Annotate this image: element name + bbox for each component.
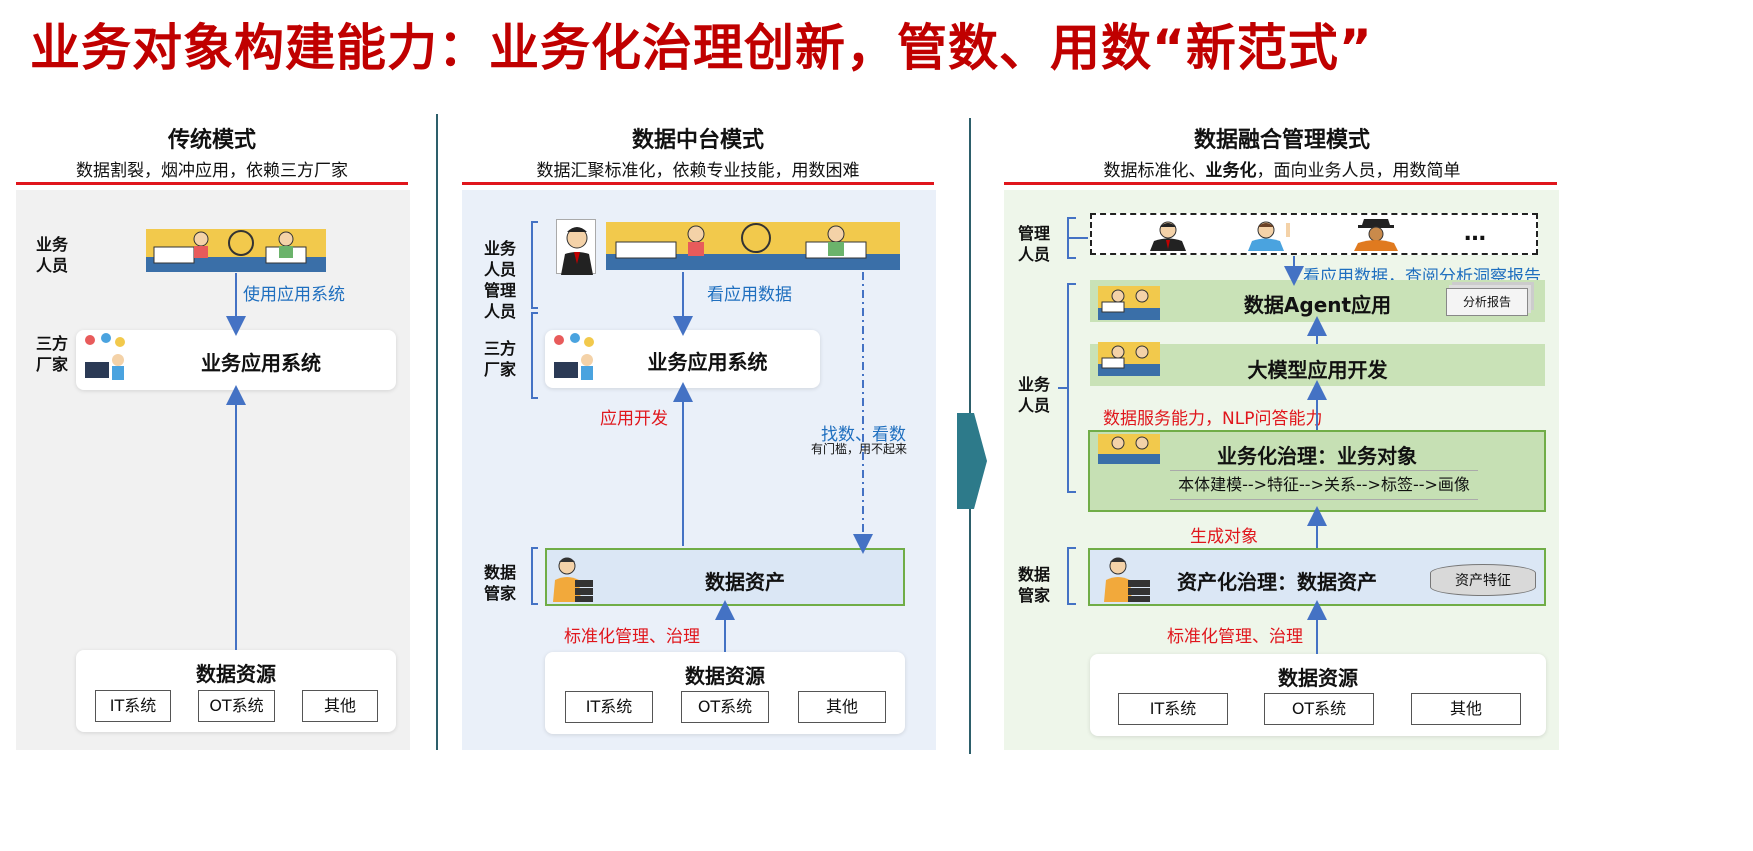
- chip-it-system-3: IT系统: [1118, 693, 1228, 725]
- traditional-heading: 传统模式: [167, 128, 256, 153]
- view-data-label: 看应用数据: [707, 285, 792, 305]
- businessman-avatar-2: [1144, 219, 1192, 251]
- manager-group: …: [1090, 213, 1538, 255]
- threshold-label: 有门槛，用不起来: [811, 442, 908, 456]
- fusion-subtitle-post: ，面向业务人员，用数简单: [1256, 161, 1461, 181]
- data-resource-label-2: 数据资源: [685, 664, 765, 688]
- bracket-steward: [531, 547, 538, 605]
- data-resource-label: 数据资源: [196, 662, 276, 686]
- right-chevron-arrow: [957, 366, 987, 556]
- column-separator-1: [436, 114, 438, 750]
- gen-object-label: 生成对象: [1190, 527, 1258, 547]
- chip-it-system: IT系统: [95, 690, 171, 722]
- label-vendor: 三方 厂家: [35, 334, 68, 374]
- data-resource-box-3: 数据资源 IT系统 OT系统 其他: [1090, 654, 1546, 736]
- chip-ot-system: OT系统: [198, 690, 275, 722]
- app-system-box: 业务应用系统: [76, 330, 396, 390]
- fusion-heading: 数据融合管理模式: [1193, 128, 1370, 153]
- llm-dev-label: 大模型应用开发: [1247, 358, 1388, 382]
- page-title: 业务对象构建能力：业务化治理创新，管数、用数“新范式”: [30, 19, 1373, 77]
- traditional-subtitle: 数据割裂，烟冲应用，依赖三方厂家: [76, 161, 348, 181]
- fusion-subtitle-bold: 业务化: [1205, 161, 1257, 181]
- report-chip: 分析报告: [1446, 288, 1528, 316]
- label-mgmt: 管理 人员: [1017, 224, 1050, 264]
- office-people-thumb-2: [1098, 342, 1160, 376]
- standardize-label-3: 标准化管理、治理: [1167, 627, 1303, 647]
- fusion-subtitle-pre: 数据标准化、: [1103, 161, 1206, 181]
- bracket-biz-mgmt: [531, 221, 538, 309]
- chip-ot-system-2: OT系统: [681, 691, 769, 723]
- label-biz-mgmt: 业务 人员 管理 人员: [483, 239, 516, 321]
- more-ellipsis: …: [1464, 221, 1486, 246]
- middle-heading: 数据中台模式: [631, 128, 764, 153]
- use-system-label: 使用应用系统: [243, 285, 345, 305]
- label-vendor-2: 三方 厂家: [483, 339, 516, 379]
- asset-feature-cylinder: 资产特征: [1430, 564, 1536, 596]
- label-business-staff: 业务 人员: [35, 235, 68, 275]
- bracket-vendor: [531, 312, 538, 399]
- middle-subtitle: 数据汇聚标准化，依赖专业技能，用数困难: [536, 161, 860, 181]
- data-asset-label: 数据资产: [705, 570, 785, 594]
- label-steward: 数据 管家: [483, 563, 516, 603]
- office-people-thumb-3: [1098, 434, 1160, 464]
- office-people-illustration-2: [606, 222, 900, 270]
- biz-governance-label: 业务化治理：业务对象: [1217, 444, 1417, 468]
- service-caps-label: 数据服务能力，NLP问答能力: [1103, 409, 1323, 429]
- app-system-box-2: 业务应用系统: [545, 330, 820, 388]
- agent-app-box: 数据Agent应用 分析报告: [1090, 280, 1545, 322]
- app-system-label: 业务应用系统: [201, 351, 321, 375]
- app-system-label-2: 业务应用系统: [647, 350, 768, 374]
- executive-avatar: [1348, 219, 1404, 251]
- manager-avatar: [1242, 219, 1298, 251]
- data-steward-icon: [551, 554, 595, 602]
- developer-illustration-2: [549, 332, 599, 386]
- office-people-illustration: [146, 229, 326, 272]
- traditional-divider: [16, 182, 408, 185]
- chip-other-2: 其他: [798, 691, 886, 723]
- standardize-label: 标准化管理、治理: [564, 627, 700, 647]
- middle-header: 数据中台模式 数据汇聚标准化，依赖专业技能，用数困难: [462, 122, 934, 181]
- llm-dev-box: 大模型应用开发: [1090, 342, 1545, 386]
- businessman-avatar: [556, 219, 596, 275]
- data-asset-box: 数据资产: [545, 548, 905, 606]
- data-resource-label-3: 数据资源: [1278, 666, 1358, 690]
- chip-other-3: 其他: [1411, 693, 1521, 725]
- biz-chain: 本体建模-->特征-->关系-->标签-->画像: [1170, 470, 1478, 500]
- app-dev-label: 应用开发: [600, 409, 668, 429]
- asset-governance-label: 资产化治理：数据资产: [1177, 570, 1377, 594]
- chip-other: 其他: [302, 690, 378, 722]
- developer-illustration: [80, 332, 130, 386]
- label-steward-3: 数据 管家: [1017, 565, 1050, 605]
- fusion-header: 数据融合管理模式 数据标准化、业务化，面向业务人员，用数简单: [1004, 122, 1560, 181]
- traditional-header: 传统模式 数据割裂，烟冲应用，依赖三方厂家: [16, 122, 408, 181]
- middle-divider: [462, 182, 934, 185]
- agent-app-label: 数据Agent应用: [1243, 293, 1392, 317]
- data-resource-box: 数据资源 IT系统 OT系统 其他: [76, 650, 396, 732]
- bracket-business: [1067, 283, 1076, 493]
- chip-ot-system-3: OT系统: [1264, 693, 1374, 725]
- label-business-3: 业务 人员: [1017, 375, 1050, 415]
- fusion-subtitle: 数据标准化、业务化，面向业务人员，用数简单: [1004, 156, 1560, 181]
- bracket-steward-3: [1067, 547, 1076, 605]
- chip-it-system-2: IT系统: [565, 691, 653, 723]
- fusion-divider: [1004, 182, 1557, 185]
- office-people-thumb-1: [1098, 286, 1160, 320]
- data-resource-box-2: 数据资源 IT系统 OT系统 其他: [545, 652, 905, 734]
- biz-governance-box: 业务化治理：业务对象 本体建模-->特征-->关系-->标签-->画像: [1088, 430, 1546, 512]
- data-steward-icon-2: [1096, 554, 1152, 602]
